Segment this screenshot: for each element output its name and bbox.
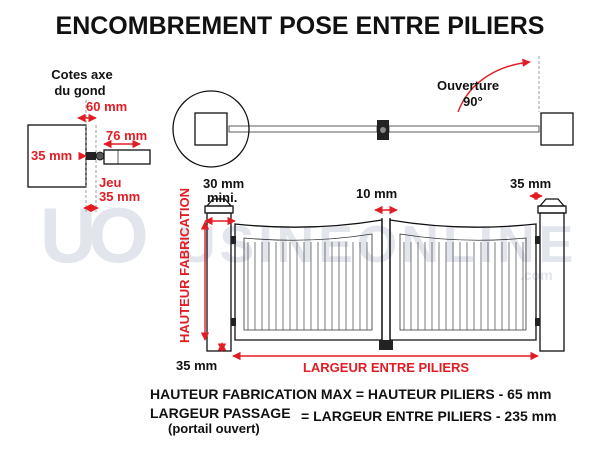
dim-60mm: 60 mm	[86, 99, 127, 114]
hinge-bottom-right-icon	[535, 318, 540, 326]
height-label: HAUTEUR FABRICATION	[177, 188, 192, 343]
pillar-cap-right-base	[537, 205, 567, 214]
ground-stop-icon	[379, 340, 393, 350]
opening-angle: 90°	[463, 94, 483, 109]
dim-10mm: 10 mm	[356, 186, 397, 201]
hinge-bracket	[86, 152, 96, 160]
jeu-label: Jeu	[99, 175, 121, 190]
hinge-top-right-icon	[535, 236, 540, 244]
dim-30mm-sub: mini.	[207, 190, 237, 205]
hinge-pin-icon	[95, 151, 105, 161]
gate-leaf-section	[103, 149, 151, 165]
hinge-label-line2: du gond	[54, 83, 105, 98]
top-view: Ouverture 90°	[172, 56, 574, 168]
dim-76mm: 76 mm	[106, 128, 147, 143]
pillar-right	[539, 212, 565, 352]
latch-knob-icon	[380, 127, 386, 133]
top-leaf-right	[388, 125, 540, 133]
gate-slats	[247, 242, 524, 330]
dim-35mm-right: 35 mm	[510, 176, 551, 191]
opening-label: Ouverture	[437, 78, 499, 93]
formula-height: HAUTEUR FABRICATION MAX = HAUTEUR PILIER…	[150, 386, 552, 402]
top-pillar-right	[540, 112, 574, 146]
hinge-detail: Cotes axe du gond 60 mm 76 mm 35 mm Jeu …	[27, 67, 151, 213]
top-detail-circle	[172, 90, 250, 168]
formula-width-right: = LARGEUR ENTRE PILIERS - 235 mm	[301, 408, 557, 424]
width-label: LARGEUR ENTRE PILIERS	[303, 360, 469, 375]
gate-leaf-right	[389, 219, 537, 341]
pillar-cap-left-base	[204, 205, 234, 214]
front-elevation: 30 mm mini. 10 mm 35 mm HAUTEUR FABRICAT…	[176, 176, 567, 375]
pillar-cap-right	[538, 198, 566, 207]
formula-note: (portail ouvert)	[168, 421, 260, 436]
top-pillar-left	[194, 112, 228, 146]
dim-30mm: 30 mm	[203, 176, 244, 191]
leaf-right-panel	[399, 233, 527, 331]
jeu-value: 35 mm	[99, 189, 140, 204]
formula-width-left: LARGEUR PASSAGE	[150, 405, 291, 421]
watermark-logo-2: O	[88, 191, 149, 279]
hinge-bottom-left-icon	[231, 318, 236, 326]
opening-arrow-icon	[457, 58, 531, 113]
leaf-left-panel	[243, 233, 373, 331]
watermark: U O USINEONLINE .com	[40, 191, 573, 283]
top-leaf-left	[228, 125, 378, 133]
formulas: HAUTEUR FABRICATION MAX = HAUTEUR PILIER…	[150, 386, 557, 436]
hinge-label-line1: Cotes axe	[51, 67, 112, 82]
page-title: ENCOMBREMENT POSE ENTRE PILIERS	[56, 12, 545, 40]
hinge-top-left-icon	[231, 236, 236, 244]
dim-35mm-left: 35 mm	[31, 148, 72, 163]
dim-35mm-bottom: 35 mm	[176, 358, 217, 373]
